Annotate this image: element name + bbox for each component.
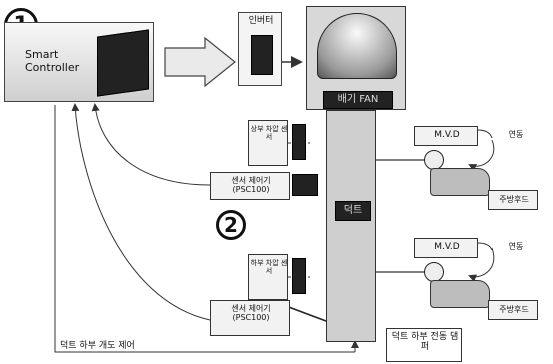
mvd-lower-valve-icon: [424, 262, 444, 282]
bottom-control-label: 덕트 하부 개도 제어: [60, 341, 190, 351]
inverter-box: 인버터: [238, 12, 282, 86]
hood-lower-icon: [430, 280, 490, 308]
mvd-lower-link: 연동: [496, 242, 536, 251]
hood-lower-label: 주방후드: [489, 305, 539, 314]
hood-lower: 주방후드: [488, 300, 538, 320]
upper-sensor-device-icon: [292, 124, 306, 160]
mvd-upper: M.V.D: [414, 126, 478, 146]
mvd-upper-valve-icon: [424, 150, 444, 170]
sensor-controller-lower: 센서 제어기 (PSC100): [210, 300, 290, 336]
bottom-damper-label: 덕트 하부 전동 댐퍼: [391, 332, 459, 353]
hood-upper-label: 주방후드: [489, 195, 539, 204]
lower-sensor-box: 하부 차압 센서: [248, 254, 288, 300]
mvd-upper-link: 연동: [496, 130, 536, 139]
fan-unit-icon: [317, 13, 397, 79]
sensor-controller-upper-label: 센서 제어기(PSC100): [213, 176, 289, 194]
big-arrow: [165, 38, 235, 86]
marker-two: 2: [216, 210, 246, 240]
lower-sensor-device-icon: [292, 258, 306, 294]
mvd-lower-label: M.V.D: [415, 242, 479, 252]
lower-sensor-label: 하부 차압 센서: [249, 259, 289, 275]
sensor-controller-lower-label: 센서 제어기 (PSC100): [213, 304, 289, 322]
hood-upper: 주방후드: [488, 190, 538, 210]
sensor-controller-upper: 센서 제어기(PSC100): [210, 172, 290, 200]
upper-controller-device-icon: [292, 174, 318, 196]
exhaust-fan: 배기 FAN: [306, 6, 406, 110]
mvd-lower: M.V.D: [414, 238, 478, 258]
smart-controller-label: Smart Controller: [25, 49, 105, 74]
hood-upper-icon: [430, 168, 490, 196]
duct-label: 덕트: [335, 201, 371, 221]
duct: 덕트: [326, 110, 376, 342]
fan-label: 배기 FAN: [323, 91, 393, 109]
upper-sensor-label: 상부 차압 센서: [249, 125, 289, 141]
smart-controller-box: Smart Controller: [4, 22, 154, 102]
mvd-upper-label: M.V.D: [415, 130, 479, 140]
inverter-device-icon: [251, 35, 273, 75]
inverter-label: 인버터: [239, 16, 283, 26]
upper-sensor-box: 상부 차압 센서: [248, 120, 288, 166]
curve-lower: [75, 105, 210, 320]
bottom-damper-box: 덕트 하부 전동 댐퍼: [386, 328, 462, 362]
curve-upper: [95, 105, 210, 185]
controller-device-icon: [97, 29, 149, 96]
